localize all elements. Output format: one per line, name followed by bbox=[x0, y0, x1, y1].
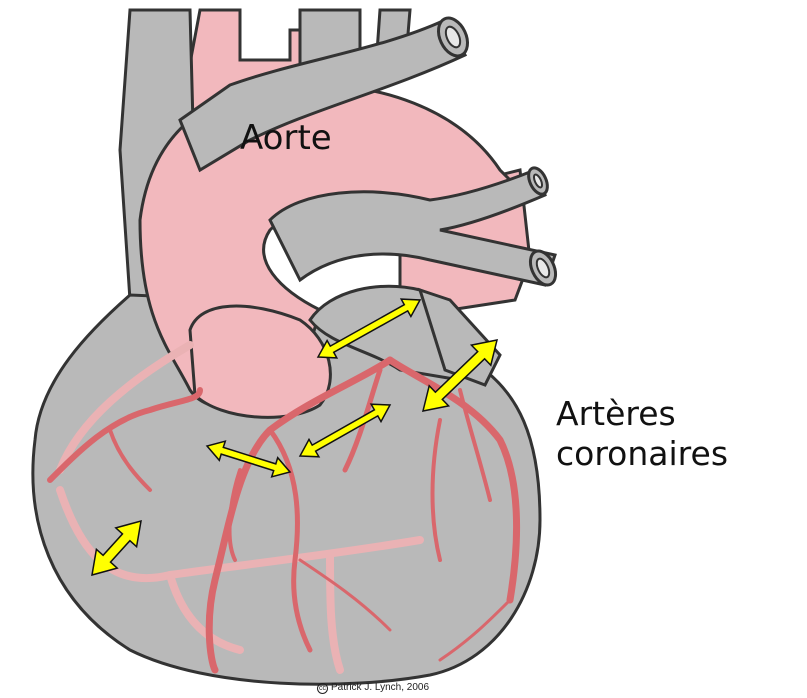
label-arteres-line2: coronaires bbox=[556, 434, 728, 474]
label-aorte: Aorte bbox=[240, 118, 332, 158]
label-arteres-coronaires: Artères coronaires bbox=[556, 394, 728, 474]
label-arteres-line1: Artères bbox=[556, 394, 728, 434]
credit-text: Patrick J. Lynch, 2006 bbox=[331, 682, 429, 693]
creative-commons-icon: cc bbox=[317, 683, 328, 694]
